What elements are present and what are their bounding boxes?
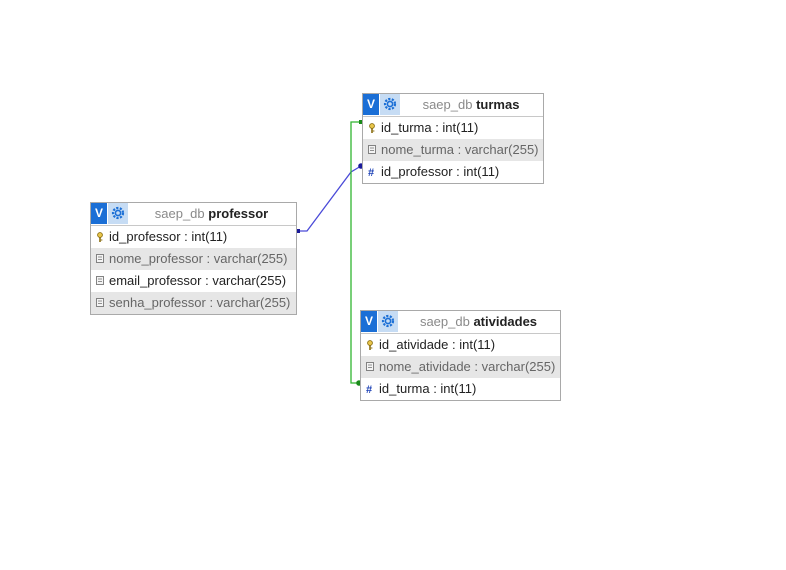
column-row[interactable]: id_turma : int(11) <box>363 117 543 139</box>
index-icon: # <box>366 384 373 396</box>
table-name: turmas <box>476 97 520 112</box>
table-options-button[interactable] <box>380 94 400 115</box>
column-label: nome_turma : varchar(255) <box>381 142 539 157</box>
table-options-button[interactable] <box>108 203 128 224</box>
column-row[interactable]: nome_turma : varchar(255) <box>363 139 543 161</box>
column-label: id_turma : int(11) <box>381 120 479 135</box>
column-row[interactable]: nome_atividade : varchar(255) <box>361 356 560 378</box>
column-label: nome_professor : varchar(255) <box>109 251 288 266</box>
column-label: id_professor : int(11) <box>381 164 500 179</box>
toggle-columns-button[interactable]: V <box>363 94 380 115</box>
column-row[interactable]: # id_professor : int(11) <box>363 161 543 183</box>
table-title[interactable]: saep_db professor <box>131 203 292 224</box>
database-name: saep_db <box>419 314 470 329</box>
column-row[interactable]: id_atividade : int(11) <box>361 334 560 356</box>
column-row[interactable]: email_professor : varchar(255) <box>91 270 296 292</box>
gear-icon <box>111 206 125 220</box>
table-professor[interactable]: V saep_db professor id_professor : int(1… <box>90 202 297 315</box>
key-icon <box>368 117 378 139</box>
column-label: id_turma : int(11) <box>379 381 477 396</box>
table-header: V saep_db atividades <box>361 311 560 334</box>
key-icon <box>96 226 106 248</box>
column-icon <box>96 292 106 314</box>
relation-professor-turmas <box>296 163 364 233</box>
column-label: nome_atividade : varchar(255) <box>379 359 556 374</box>
column-label: id_atividade : int(11) <box>379 337 496 352</box>
column-row[interactable]: senha_professor : varchar(255) <box>91 292 296 314</box>
column-label: id_professor : int(11) <box>109 229 228 244</box>
gear-icon <box>383 97 397 111</box>
table-title[interactable]: saep_db atividades <box>401 311 556 332</box>
table-options-button[interactable] <box>378 311 398 332</box>
table-turmas[interactable]: V saep_db turmas id_turma : int(11) no <box>362 93 544 184</box>
column-icon <box>96 248 106 270</box>
column-icon <box>96 270 106 292</box>
table-title[interactable]: saep_db turmas <box>403 94 539 115</box>
column-label: senha_professor : varchar(255) <box>109 295 291 310</box>
column-label: email_professor : varchar(255) <box>109 273 287 288</box>
table-header: V saep_db turmas <box>363 94 543 117</box>
gear-icon <box>381 314 395 328</box>
column-row[interactable]: id_professor : int(11) <box>91 226 296 248</box>
table-atividades[interactable]: V saep_db atividades id_atividade : int(… <box>360 310 561 401</box>
column-icon <box>366 356 376 378</box>
index-icon: # <box>368 167 375 179</box>
column-row[interactable]: nome_professor : varchar(255) <box>91 248 296 270</box>
table-name: atividades <box>473 314 538 329</box>
table-header: V saep_db professor <box>91 203 296 226</box>
database-name: saep_db <box>154 206 205 221</box>
toggle-columns-button[interactable]: V <box>91 203 108 224</box>
key-icon <box>366 334 376 356</box>
toggle-columns-button[interactable]: V <box>361 311 378 332</box>
table-name: professor <box>208 206 269 221</box>
column-icon <box>368 139 378 161</box>
database-name: saep_db <box>422 97 473 112</box>
column-row[interactable]: # id_turma : int(11) <box>361 378 560 400</box>
